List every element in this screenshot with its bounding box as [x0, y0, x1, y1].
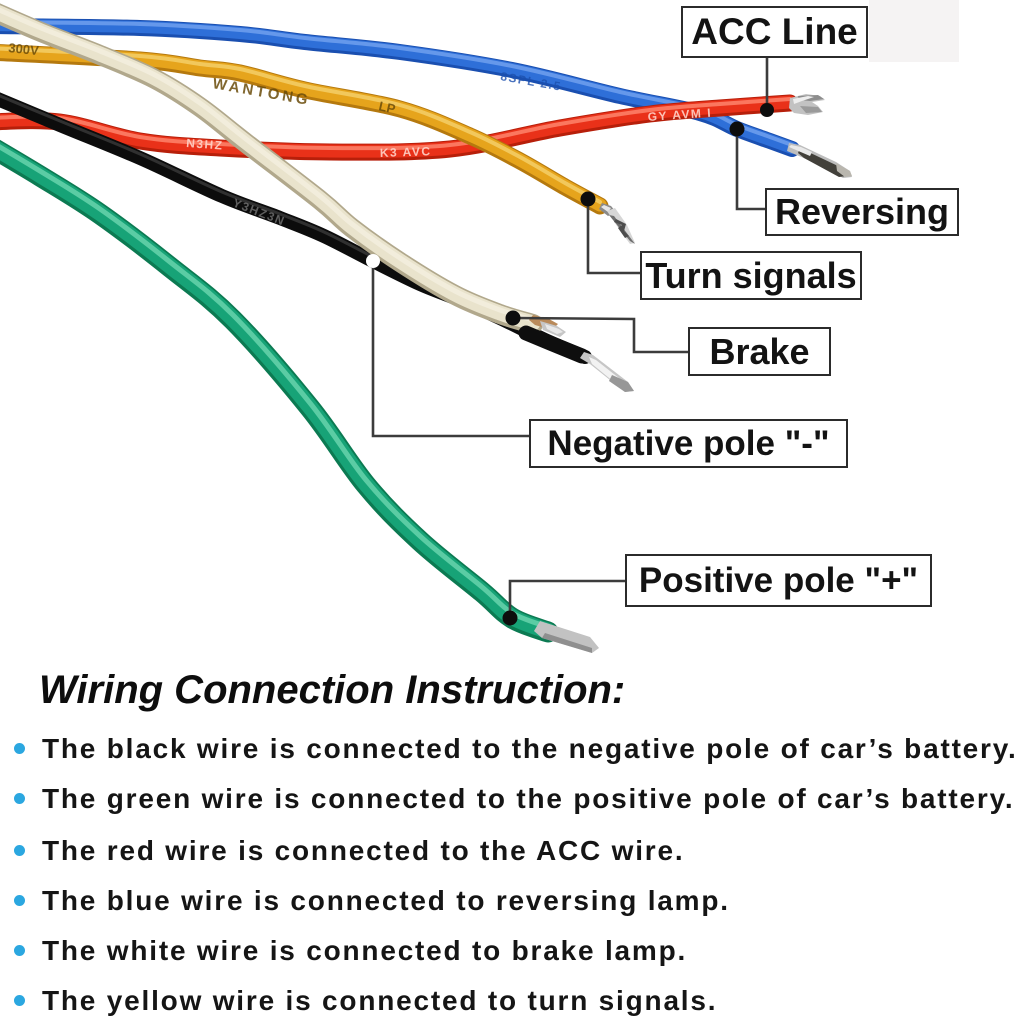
svg-text:N3HZ: N3HZ: [186, 136, 224, 153]
svg-text:LP: LP: [377, 98, 397, 116]
svg-text:Y3HZ3N: Y3HZ3N: [231, 196, 287, 229]
svg-text:300V: 300V: [8, 40, 40, 58]
svg-text:K3 AVC: K3 AVC: [380, 144, 432, 160]
svg-text:GY AVM I: GY AVM I: [647, 106, 712, 124]
